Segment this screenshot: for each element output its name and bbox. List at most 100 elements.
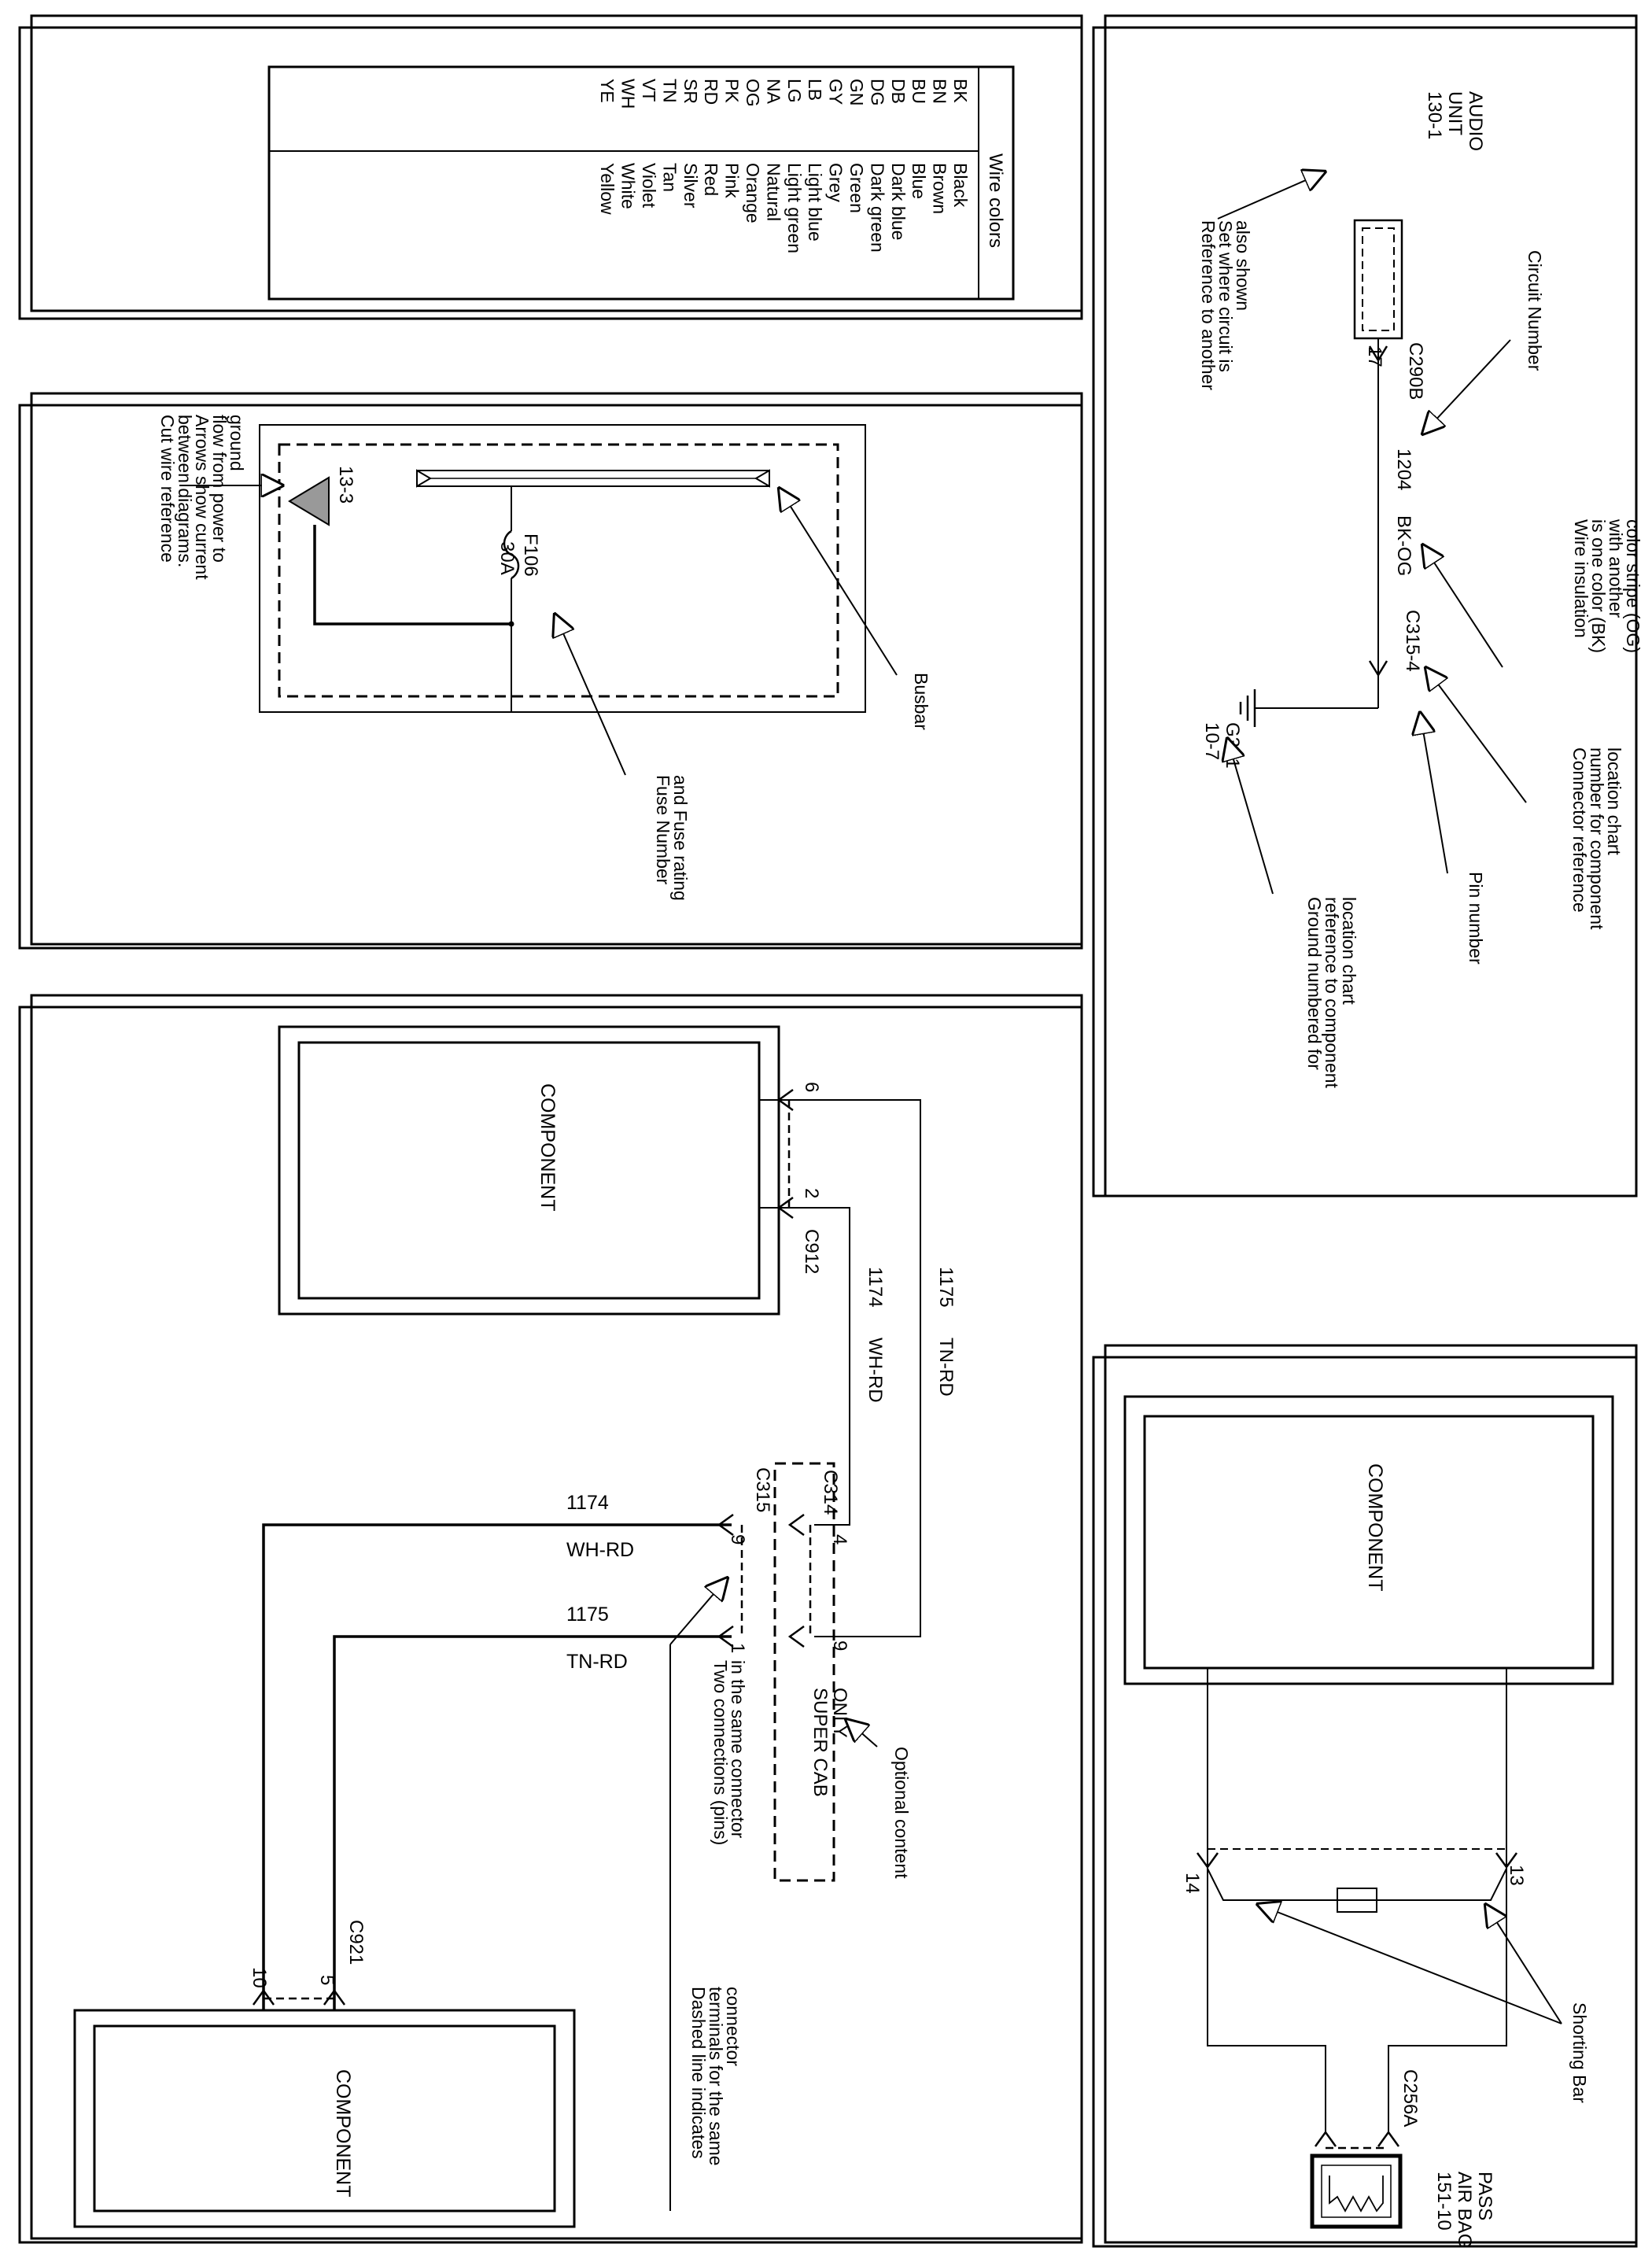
wire-color-code: OG <box>743 79 763 107</box>
callout-line: Dashed line indicates <box>688 1987 709 2159</box>
callout-insulation: Wire insulationis one color (BK)with ano… <box>1571 519 1643 653</box>
wire-color-name: Black <box>950 163 971 208</box>
callout-line: Pin number <box>1466 872 1486 965</box>
c315-pin-1: 1 <box>727 1643 748 1653</box>
fuse-symbol <box>503 530 520 580</box>
c314-pin-9: 9 <box>829 1640 850 1651</box>
audio-unit-label-1: AUDIO <box>1465 91 1486 151</box>
wire-color-code: BU <box>909 79 929 104</box>
cut-wire-ref-label: 13-3 <box>335 466 356 504</box>
wire-color-name: Tan <box>659 163 680 192</box>
cut-wire-reference-triangle <box>288 476 330 526</box>
wire-color-name: Light blue <box>805 163 825 242</box>
airbag-pin-13: 13 <box>1506 1865 1527 1886</box>
circuit-1175-label: 1175 <box>935 1267 957 1308</box>
wire-color-code: VT <box>639 79 659 101</box>
callout-line: with another <box>1606 519 1626 618</box>
callout-connector-ref: Connector referencenumber for componentl… <box>1569 747 1624 930</box>
wire-color-name: Blue <box>909 163 929 199</box>
wire-color-code: LB <box>805 79 825 101</box>
callout-line: Cut wire reference <box>157 415 178 563</box>
wire-color-code: DG <box>867 79 887 106</box>
callout-line: Arrows show current <box>192 415 212 580</box>
callout-pin-number: Pin number <box>1466 872 1486 965</box>
wire-color-name: Dark green <box>867 163 887 253</box>
wire-1175-circuit: 1175 <box>566 1604 609 1626</box>
callout-line: flow from power to <box>209 415 230 563</box>
callout-line: Connector reference <box>1569 747 1590 913</box>
callout-line: connector <box>723 1987 743 2066</box>
audio-panel-shadow <box>1092 26 1638 1198</box>
shorting-bar-resistor <box>1337 1888 1377 1913</box>
fuse-number-label: F106 <box>520 533 541 577</box>
wire-colors-panel: Wire colors BK Black BN Brown BU Blue DB Dark b… <box>18 14 1083 320</box>
airbag-label-air-bag: AIR BAG <box>1454 2172 1475 2248</box>
airbag-wire-14 <box>1207 1668 1326 2132</box>
circuit-1174-label: 1174 <box>865 1267 886 1308</box>
connector-panel: COMPONENT COMPONENT 6 2 C912 1175 TN-RD … <box>18 994 1083 2244</box>
pin-17: 17 <box>1364 346 1385 367</box>
wire-color-name: Orange <box>743 163 763 223</box>
wire-color-code: PK <box>722 79 743 103</box>
callout-line: between diagrams. <box>175 415 195 567</box>
callout-line: SUPER CAB <box>809 1688 831 1797</box>
callout-line: ground <box>227 415 247 471</box>
airbag-label-pass: PASS <box>1474 2172 1495 2220</box>
ground-g301: G301 <box>1222 722 1243 769</box>
wire-1175-lower <box>333 1635 732 2010</box>
connector-panel-frame <box>30 994 1083 2240</box>
wire-color-code: DB <box>888 79 909 104</box>
connector-c912: C912 <box>801 1229 822 1274</box>
wire-color-code: BN <box>930 79 950 104</box>
callout-line: terminals for the same <box>706 1987 726 2166</box>
callout-line: Fuse Number <box>653 775 673 885</box>
optional-content-box <box>773 1462 835 1882</box>
fuse-panel-frame <box>30 392 1083 946</box>
wire-color-code: NA <box>763 79 784 105</box>
fuse-outer-box <box>259 424 866 713</box>
circuit-1204: 1204 <box>1393 448 1414 490</box>
wire-color-name: Brown <box>930 163 950 214</box>
audio-unit-ref: 130-1 <box>1424 91 1445 139</box>
component-bottom-label: COMPONENT <box>332 2069 354 2198</box>
c921-pin-10: 10 <box>249 1967 270 1988</box>
callout-line: reference to component <box>1322 897 1342 1089</box>
callout-line: Optional content <box>891 1747 912 1879</box>
audio-unit-label-2: UNIT <box>1444 91 1466 135</box>
callout-line: Ground numbered for <box>1304 897 1325 1070</box>
callout-fuse-rating: Fuse Numberand Fuse rating <box>653 775 691 901</box>
wire-1174-circuit: 1174 <box>566 1492 609 1514</box>
fuse-busbar-panel: 13-3 F106 30A Busbar Fuse Numberand Fuse… <box>18 392 1083 950</box>
wire-colors-title: Wire colors <box>985 153 1006 248</box>
wire-color-code: LG <box>784 79 805 103</box>
wire-color-name: Pink <box>722 163 743 198</box>
callout-line: ONLY <box>829 1688 850 1738</box>
wire-colors-panel-frame <box>30 14 1083 312</box>
wire-color-name: Silver <box>680 163 701 209</box>
callout-cut-wire: Cut wire referencebetween diagrams.Arrow… <box>157 415 247 580</box>
connector-c256a: C256A <box>1399 2069 1421 2127</box>
connector-c315-4: C315-4 <box>1402 610 1423 672</box>
callout-line: number for component <box>1587 747 1607 930</box>
callout-line: is one color (BK) <box>1588 519 1609 653</box>
component-bottom <box>73 2009 576 2228</box>
wire-color-code: GN <box>846 79 867 106</box>
callout-line: Wire insulation <box>1571 519 1591 638</box>
wire-color-name: Dark blue <box>888 163 909 240</box>
wire-color-name: Violet <box>639 163 659 209</box>
airbag-ref: 151-10 <box>1433 2172 1455 2231</box>
fuse-wire <box>313 525 511 626</box>
audio-unit-panel: AUDIO UNIT 130-1 C290B 17 1204 BK-OG C31… <box>1092 14 1643 1198</box>
wire-1174-color: WH-RD <box>566 1539 634 1561</box>
wire-color-code: BK <box>950 79 971 103</box>
connector-c315: C315 <box>752 1467 773 1512</box>
c315-pin-9: 9 <box>727 1534 748 1544</box>
wire-color-name: Yellow <box>597 163 618 215</box>
airbag-wire-13 <box>1388 1668 1507 2132</box>
pin-6: 6 <box>801 1082 822 1092</box>
wire-color-name: White <box>618 163 639 209</box>
c921-pin-5: 5 <box>316 1975 337 1985</box>
wire-color-name: Green <box>846 163 867 213</box>
optional-box-label: SUPER CABONLY <box>809 1688 850 1797</box>
